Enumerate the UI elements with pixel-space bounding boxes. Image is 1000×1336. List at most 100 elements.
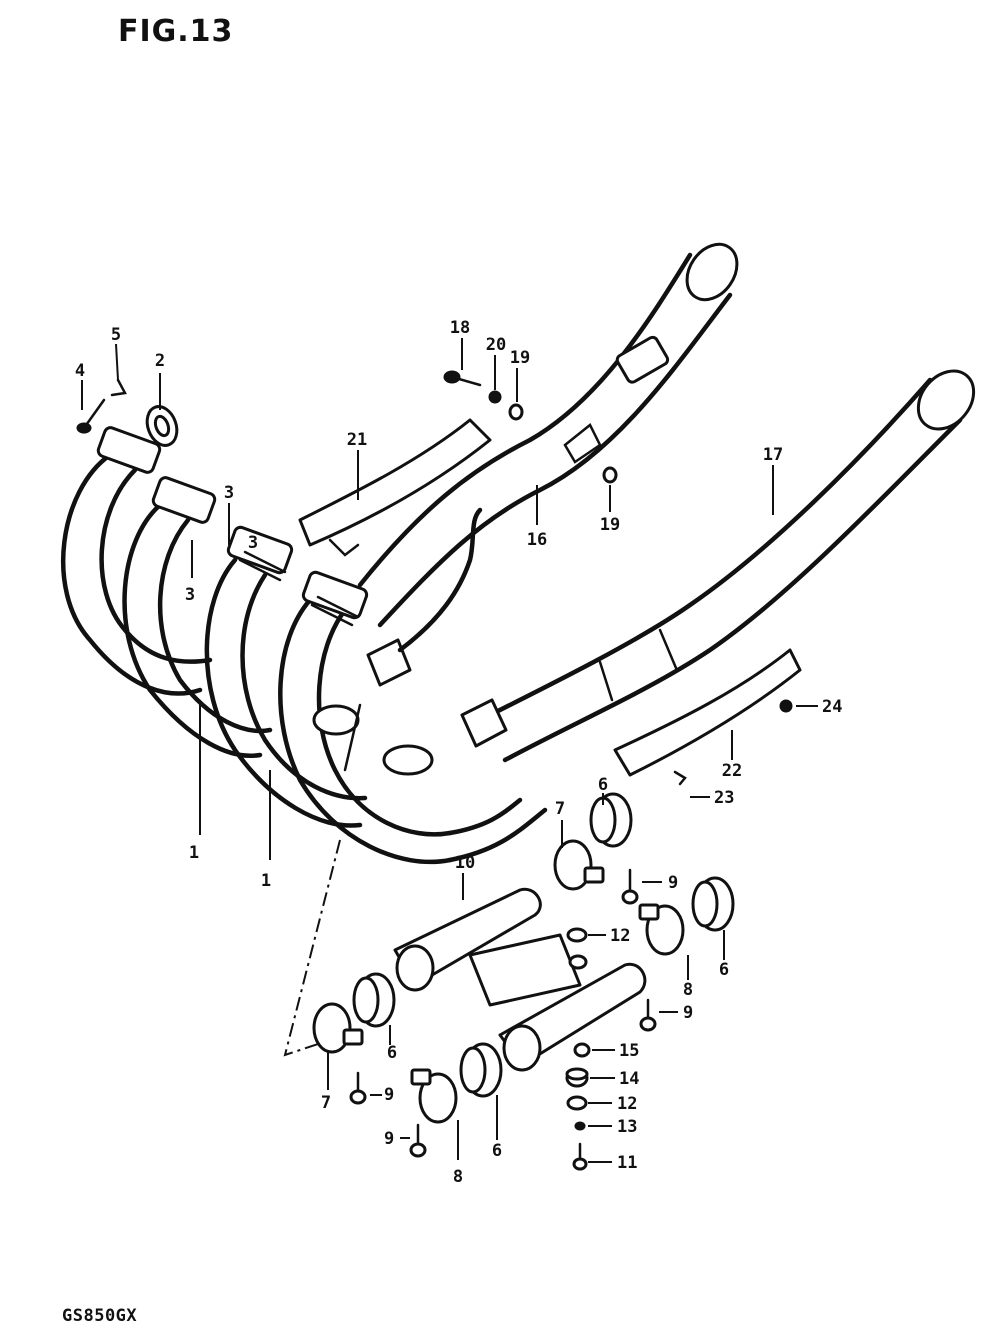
callout-7-left: 7	[321, 1093, 331, 1113]
header-pipe-3-outer	[204, 557, 363, 828]
washer-12-b	[566, 1095, 588, 1111]
callout-8-bottom: 8	[453, 1167, 463, 1187]
lower-muffler-body-top	[477, 377, 933, 723]
lower-heat-shield-22	[613, 648, 802, 777]
clamp-7-top	[553, 839, 605, 891]
callout-9-d: 9	[384, 1129, 394, 1149]
bolt-9-d	[409, 1123, 427, 1158]
callout-7-top: 7	[555, 799, 565, 819]
sleeve-6-bottom	[459, 1042, 503, 1098]
callout-6-right: 6	[719, 960, 729, 980]
callout-19-top: 19	[510, 348, 530, 368]
callout-21: 21	[347, 430, 367, 450]
heat-shields	[298, 418, 802, 777]
bolt-9-a	[621, 868, 639, 905]
crossover-end-right	[502, 1024, 542, 1072]
callout-9-b: 9	[683, 1003, 693, 1023]
callout-23: 23	[714, 788, 734, 808]
crossover-end-left	[395, 944, 435, 992]
washer-19-a	[508, 403, 524, 421]
nut-20	[488, 390, 502, 404]
crossover-pipe-assembly	[393, 887, 647, 1072]
sleeve-6-right	[691, 876, 735, 932]
bolt-11	[572, 1142, 588, 1171]
callout-20: 20	[486, 335, 506, 355]
pipe-end-right	[382, 744, 434, 776]
callout-numbers: 1 1 2 3 3 3 4 5 6 6 6 6 7 7 8 8 9 9 9 9 …	[75, 318, 843, 1187]
bolt-4	[76, 398, 106, 434]
callout-10: 10	[455, 853, 475, 873]
crossover-mount-hole	[568, 954, 588, 970]
callout-2: 2	[155, 351, 165, 371]
clip-5	[110, 378, 127, 397]
bolt-18	[443, 370, 482, 387]
clamp-8-right	[638, 903, 685, 956]
lower-muffler-band-2	[658, 628, 678, 670]
callout-12-a: 12	[610, 926, 630, 946]
callout-12-b: 12	[617, 1094, 637, 1114]
callout-14: 14	[619, 1069, 639, 1089]
sleeve-6-left	[352, 972, 396, 1028]
header-pipe-2-inner	[157, 517, 273, 734]
sleeve-6-top	[589, 792, 633, 848]
header-pipe-1-outer	[61, 452, 203, 696]
upper-muffler-mount	[615, 335, 670, 384]
stud-row-3b	[310, 595, 360, 627]
upper-muffler-tail	[685, 242, 739, 302]
bolt-9-b	[639, 998, 657, 1032]
upper-muffler-body-top	[357, 252, 693, 588]
upper-heat-shield-21	[298, 418, 492, 547]
pipe-end-left	[312, 704, 360, 736]
callout-3-top: 3	[224, 483, 234, 503]
lower-muffler-tail	[916, 369, 976, 431]
upper-muffler-bracket	[563, 423, 602, 464]
washer-12-a	[566, 927, 588, 943]
figure-title: FIG.13	[118, 14, 234, 49]
lower-muffler-band	[598, 660, 614, 702]
rubber-14	[565, 1067, 589, 1088]
callout-16: 16	[527, 530, 547, 550]
flange-2	[151, 476, 217, 524]
callout-1-right: 1	[261, 871, 271, 891]
lower-muffler-inlet	[460, 698, 508, 748]
clamp-8-bottom	[410, 1068, 458, 1124]
callout-24: 24	[822, 697, 842, 717]
callout-6-left: 6	[387, 1043, 397, 1063]
lower-muffler-body-bottom	[502, 417, 963, 763]
heat-shield-21-clip	[328, 538, 360, 557]
bolt-24	[779, 699, 793, 713]
bolt-9-c	[349, 1071, 367, 1105]
flange-3	[226, 525, 294, 575]
flange-4	[301, 570, 369, 620]
model-code: GS850GX	[62, 1306, 138, 1326]
callout-6-top: 6	[598, 775, 608, 795]
callout-9-a: 9	[668, 873, 678, 893]
stud-row-3a	[238, 550, 287, 582]
callout-6-bottom: 6	[492, 1141, 502, 1161]
assembly-guide-line	[283, 839, 341, 1057]
header-pipe-3-inner	[240, 572, 368, 801]
connector-sleeves	[352, 792, 735, 1098]
callout-5: 5	[111, 325, 121, 345]
callout-4: 4	[75, 361, 85, 381]
callout-3-left: 3	[185, 585, 195, 605]
clamp-7-left	[312, 1002, 364, 1054]
pipe-support-strut	[343, 703, 362, 772]
callout-18: 18	[450, 318, 470, 338]
callout-19-bottom: 19	[600, 515, 620, 535]
callout-13: 13	[617, 1117, 637, 1137]
flange-1	[96, 426, 162, 474]
callout-9-c: 9	[384, 1085, 394, 1105]
callout-22: 22	[722, 761, 742, 781]
nut-13	[574, 1121, 586, 1131]
header-pipe-bend-lower	[447, 807, 548, 863]
nut-15	[573, 1042, 591, 1058]
fasteners	[349, 370, 793, 1171]
header-pipe-1-inner	[99, 467, 213, 664]
exhaust-port-flanges	[76, 378, 369, 627]
pipe-clamps	[312, 839, 685, 1124]
callout-3-mid: 3	[248, 533, 258, 553]
gasket-ring-2	[145, 405, 179, 447]
callout-17: 17	[763, 445, 783, 465]
